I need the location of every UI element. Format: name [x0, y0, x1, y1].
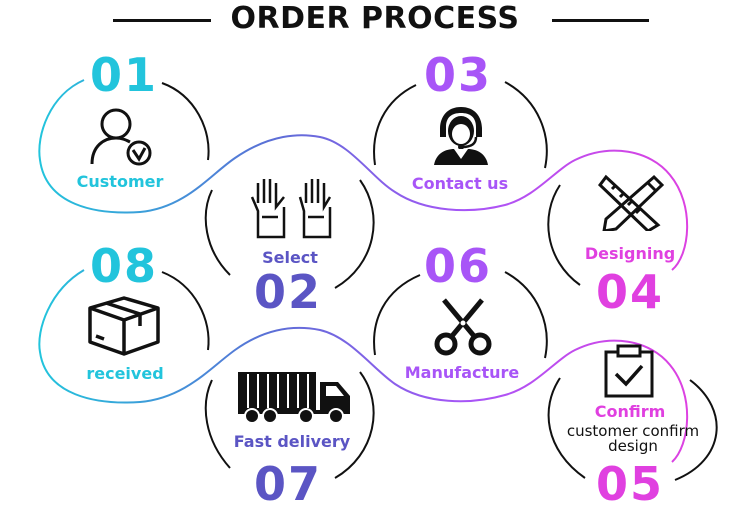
arc-06-left [373, 274, 421, 356]
step-07-label: Fast delivery [233, 432, 351, 451]
ruler-pencil-icon [598, 174, 664, 231]
step-02-number: 02 [254, 265, 323, 319]
arc-04-left [547, 184, 581, 286]
gloves-icon [250, 179, 332, 239]
arc-01 [161, 82, 210, 161]
clipboard-check-icon [604, 344, 654, 398]
arc-03-right [504, 81, 548, 169]
wave-top [38, 79, 689, 271]
step-05-number: 05 [596, 457, 665, 511]
title-divider-right [552, 19, 649, 22]
user-check-icon [90, 108, 152, 166]
step-04-number: 04 [596, 265, 665, 319]
arc-05-left [547, 377, 586, 479]
arc-08 [161, 271, 210, 351]
step-08-number: 08 [90, 239, 159, 293]
header: ORDER PROCESS [0, 0, 750, 40]
step-03-number: 03 [424, 48, 493, 102]
arc-03 [373, 84, 417, 166]
step-04-label: Designing [584, 244, 676, 263]
step-07-number: 07 [254, 457, 323, 511]
arc-06-right [504, 271, 548, 359]
step-05-note: customer confirm design [566, 422, 700, 455]
arc-05-right [674, 379, 718, 481]
scissors-icon [434, 298, 492, 356]
wave-bottom [38, 269, 689, 463]
title-divider-left [113, 19, 211, 22]
step-06-number: 06 [424, 239, 493, 293]
step-06-label: Manufacture [404, 363, 520, 382]
arc-02-left [204, 189, 231, 276]
step-08-label: received [86, 364, 164, 383]
box-icon [88, 296, 160, 356]
arc-07-left [204, 379, 231, 469]
page-title: ORDER PROCESS [230, 1, 520, 36]
step-02-label: Select [262, 248, 318, 267]
arc-02-right [334, 179, 375, 289]
headset-agent-icon [434, 107, 488, 165]
step-03-label: Contact us [411, 174, 509, 193]
step-05-label: Confirm [594, 402, 666, 421]
truck-icon [238, 372, 350, 424]
step-01-label: Customer [76, 172, 164, 191]
arc-07-right [334, 371, 375, 479]
step-01-number: 01 [90, 48, 159, 102]
